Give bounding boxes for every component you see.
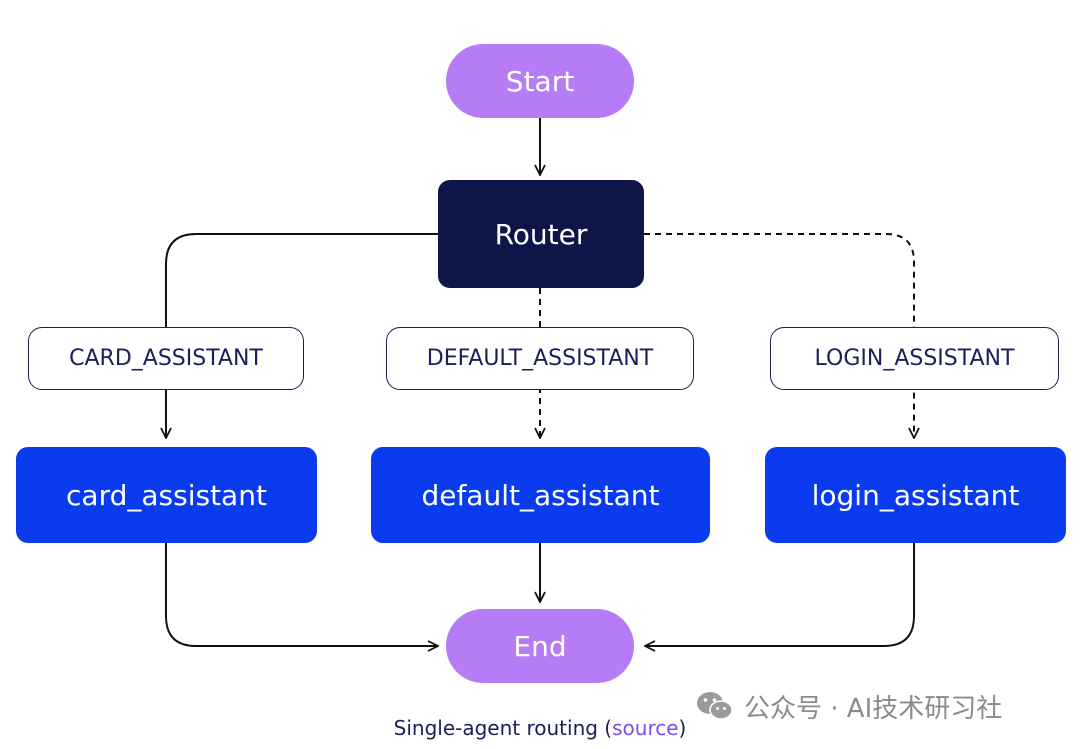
default-assistant-node: default_assistant [371,447,710,543]
start-node: Start [446,44,634,118]
edge-login-end [645,543,915,646]
caption-open-paren: ( [597,716,613,740]
edge-card-end [165,543,438,646]
end-node: End [446,609,634,683]
source-link[interactable]: source [612,716,679,740]
caption-text: Single-agent routing [393,716,598,740]
watermark-text: 公众号 · AI技术研习社 [744,693,1003,724]
router-node: Router [438,180,644,288]
watermark: 公众号 · AI技术研习社 [696,686,1002,726]
edge-router-card [166,233,438,438]
caption: Single-agent routing (source) [0,716,1080,740]
login-assistant-node: login_assistant [765,447,1066,543]
caption-close-paren: ) [678,716,687,740]
card-assistant-node: card_assistant [16,447,317,543]
label-card-assistant: CARD_ASSISTANT [28,327,304,390]
edge-router-login [644,233,914,438]
label-default-assistant: DEFAULT_ASSISTANT [386,327,694,390]
wechat-icon [697,692,733,720]
label-login-assistant: LOGIN_ASSISTANT [770,327,1059,390]
